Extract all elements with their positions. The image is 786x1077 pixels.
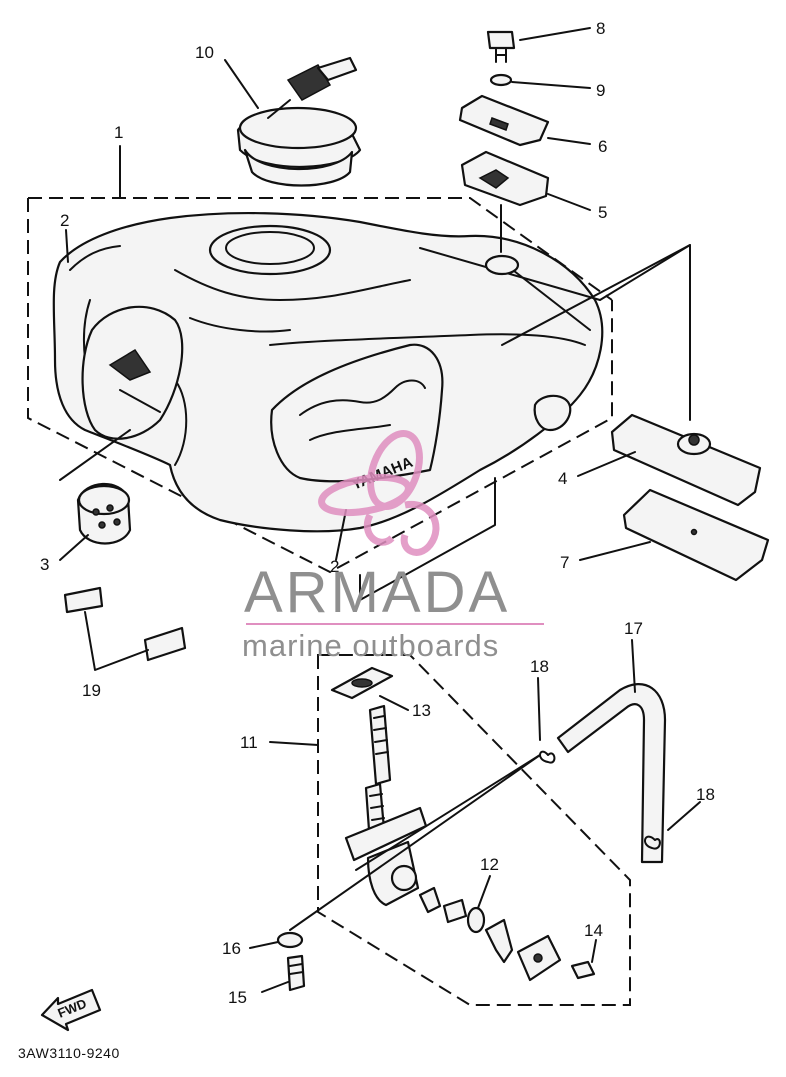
group-11-boundary xyxy=(317,654,631,1006)
washer-9 xyxy=(489,73,513,87)
part-number-3: 3 xyxy=(40,555,49,574)
bolt-8 xyxy=(486,30,516,63)
damper-3 xyxy=(76,482,132,545)
part-number-11: 11 xyxy=(240,733,258,752)
drawing-code: 3AW3110-9240 xyxy=(18,1045,120,1061)
part-number-7: 7 xyxy=(560,553,569,572)
label-19a xyxy=(63,586,104,614)
o-ring-12 xyxy=(466,906,486,934)
cover-6 xyxy=(458,94,550,147)
watermark-subtitle: marine outboards xyxy=(242,628,499,663)
fuel-tank: YAMAHA xyxy=(52,211,604,533)
part-number-15: 15 xyxy=(228,988,247,1007)
cock-small-parts xyxy=(418,886,596,982)
part-number-18b: 18 xyxy=(696,785,715,804)
clamp-18a xyxy=(539,750,556,764)
part-number-14: 14 xyxy=(584,921,603,940)
fuel-cock-11 xyxy=(344,704,428,907)
plate-7 xyxy=(622,488,770,582)
grommet xyxy=(484,254,520,276)
clamp-18b xyxy=(644,835,661,850)
part-number-16: 16 xyxy=(222,939,241,958)
gasket-13 xyxy=(330,666,394,700)
part-number-8: 8 xyxy=(596,19,605,38)
watermark-logo xyxy=(318,430,440,556)
part-number-13: 13 xyxy=(412,701,431,720)
fwd-arrow-icon: FWD xyxy=(40,988,102,1032)
fuel-cap xyxy=(236,56,362,187)
part-number-12: 12 xyxy=(480,855,499,874)
part-number-9: 9 xyxy=(596,81,605,100)
part-number-4: 4 xyxy=(558,469,567,488)
part-number-2b: 2 xyxy=(330,557,339,576)
washer-16-screw-15 xyxy=(276,931,306,992)
label-19b xyxy=(143,626,187,662)
damper-5 xyxy=(460,150,550,207)
part-number-5: 5 xyxy=(598,203,607,222)
part-number-1: 1 xyxy=(114,123,123,142)
hose-17 xyxy=(556,683,667,864)
part-number-17: 17 xyxy=(624,619,643,638)
part-number-18: 18 xyxy=(530,657,549,676)
part-number-10: 10 xyxy=(195,43,214,62)
part-number-6: 6 xyxy=(598,137,607,156)
bracket-4 xyxy=(610,413,762,507)
part-number-19: 19 xyxy=(82,681,101,700)
screw-14 xyxy=(570,960,596,980)
part-number-2: 2 xyxy=(60,211,69,230)
watermark-title: ARMADA xyxy=(244,560,510,625)
